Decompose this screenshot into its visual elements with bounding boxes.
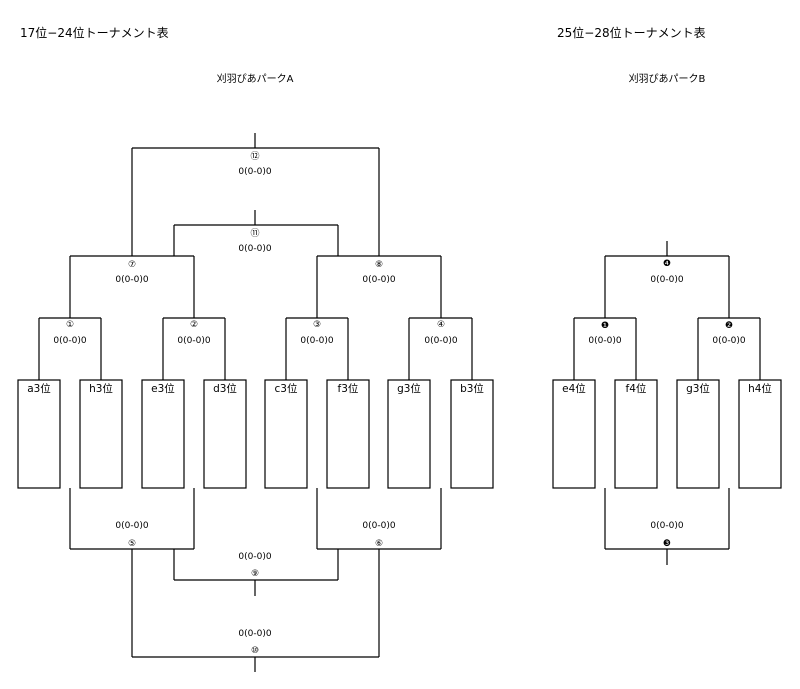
match-score: 0(0-0)0 — [650, 275, 683, 285]
team-box — [141, 379, 185, 489]
match-score: 0(0-0)0 — [238, 552, 271, 562]
match-score: 0(0-0)0 — [238, 244, 271, 254]
match-number: ④ — [437, 320, 445, 330]
right-team-boxes — [552, 379, 782, 489]
right-bracket-lines — [573, 241, 761, 565]
team-label: g3位 — [397, 382, 421, 395]
team-label: b3位 — [460, 382, 484, 395]
match-score: 0(0-0)0 — [650, 521, 683, 531]
right-match-labels: ❶ 0(0-0)0 ❷ 0(0-0)0 ❹ 0(0-0)0 0(0-0)0 ❸ — [588, 259, 745, 549]
team-box — [614, 379, 658, 489]
team-box — [387, 379, 431, 489]
match-number: ❷ — [725, 321, 733, 331]
match-number: ② — [190, 320, 198, 330]
match-number: ⑤ — [128, 539, 136, 549]
team-label: f3位 — [338, 382, 359, 395]
team-label: c3位 — [275, 382, 298, 395]
match-score: 0(0-0)0 — [238, 629, 271, 639]
team-box — [326, 379, 370, 489]
match-number: ❶ — [601, 321, 609, 331]
match-score: 0(0-0)0 — [588, 336, 621, 346]
left-match-labels: ① 0(0-0)0 ② 0(0-0)0 ③ 0(0-0)0 ④ 0(0-0)0 … — [53, 151, 457, 656]
team-label: f4位 — [626, 382, 647, 395]
match-number: ⑧ — [375, 260, 383, 270]
team-box — [676, 379, 720, 489]
right-bracket-title: 25位−28位トーナメント表 — [557, 25, 706, 40]
match-score: 0(0-0)0 — [115, 521, 148, 531]
left-team-labels: a3位 h3位 e3位 d3位 c3位 f3位 g3位 b3位 — [27, 382, 484, 395]
match-number: ⑫ — [250, 151, 259, 162]
team-box — [264, 379, 308, 489]
team-label: h3位 — [89, 382, 113, 395]
match-score: 0(0-0)0 — [115, 275, 148, 285]
left-bracket-lines — [38, 133, 473, 672]
match-score: 0(0-0)0 — [362, 521, 395, 531]
match-number: ⑨ — [251, 569, 259, 579]
right-venue-label: 刈羽ぴあパークB — [629, 72, 706, 85]
team-box — [17, 379, 61, 489]
match-score: 0(0-0)0 — [362, 275, 395, 285]
match-number: ⑦ — [128, 260, 136, 270]
match-score: 0(0-0)0 — [712, 336, 745, 346]
match-score: 0(0-0)0 — [177, 336, 210, 346]
match-score: 0(0-0)0 — [424, 336, 457, 346]
team-label: g3位 — [686, 382, 710, 395]
match-number: ③ — [313, 320, 321, 330]
team-label: e3位 — [151, 382, 175, 395]
team-label: h4位 — [748, 382, 772, 395]
match-score: 0(0-0)0 — [238, 167, 271, 177]
team-box — [79, 379, 123, 489]
team-label: a3位 — [27, 382, 51, 395]
match-number: ❹ — [663, 259, 671, 269]
right-team-labels: e4位 f4位 g3位 h4位 — [562, 382, 772, 395]
team-box — [203, 379, 247, 489]
match-score: 0(0-0)0 — [53, 336, 86, 346]
match-number: ① — [66, 320, 74, 330]
match-score: 0(0-0)0 — [300, 336, 333, 346]
team-box — [450, 379, 494, 489]
left-bracket-title: 17位−24位トーナメント表 — [20, 25, 169, 40]
left-team-boxes — [17, 379, 494, 489]
match-number: ❸ — [663, 539, 671, 549]
match-number: ⑪ — [250, 228, 259, 239]
match-number: ⑩ — [251, 646, 259, 656]
match-number: ⑥ — [375, 539, 383, 549]
left-venue-label: 刈羽ぴあパークA — [217, 72, 294, 85]
team-box — [552, 379, 596, 489]
team-box — [738, 379, 782, 489]
team-label: e4位 — [562, 382, 586, 395]
team-label: d3位 — [213, 382, 237, 395]
